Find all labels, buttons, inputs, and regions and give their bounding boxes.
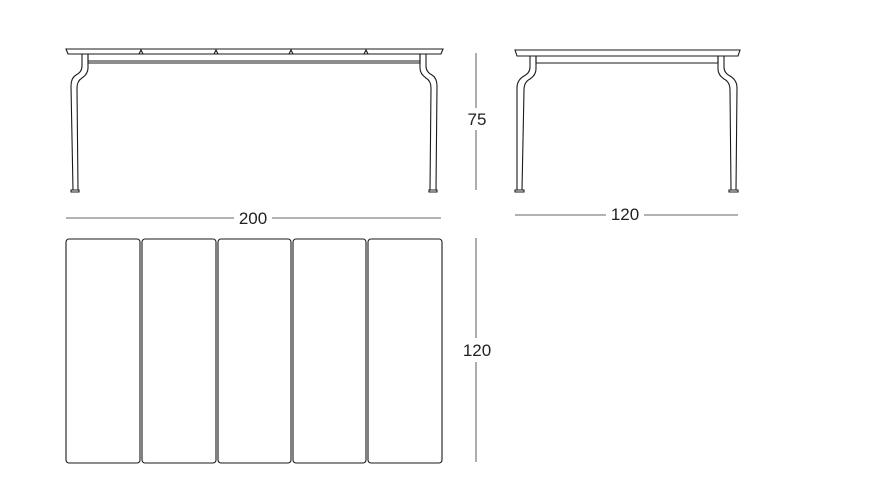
top-slat-1 — [65, 238, 141, 464]
side-view — [514, 49, 741, 193]
front-tabletop — [65, 48, 444, 55]
top-slat-4 — [292, 238, 367, 464]
dimension-height: 75 — [468, 53, 487, 190]
dimension-top-width: 120 — [463, 238, 491, 462]
front-leg-right — [419, 54, 438, 193]
front-apron — [87, 54, 421, 64]
top-slat-5 — [367, 238, 443, 464]
front-view — [65, 48, 444, 193]
side-leg-left — [514, 56, 537, 193]
tabletop-slat-joints — [138, 48, 369, 55]
side-tabletop — [514, 49, 741, 57]
side-leg-right — [717, 56, 739, 193]
dimension-side-width: 120 — [515, 205, 738, 224]
top-view — [65, 238, 443, 464]
height-label: 75 — [468, 110, 487, 129]
side-width-label: 120 — [611, 205, 639, 224]
top-slat-2 — [141, 238, 217, 464]
dimension-length: 200 — [66, 209, 441, 228]
length-label: 200 — [239, 209, 267, 228]
side-apron — [535, 56, 719, 64]
top-width-label: 120 — [463, 341, 491, 360]
front-leg-left — [70, 54, 89, 193]
top-slat-3 — [217, 238, 292, 464]
